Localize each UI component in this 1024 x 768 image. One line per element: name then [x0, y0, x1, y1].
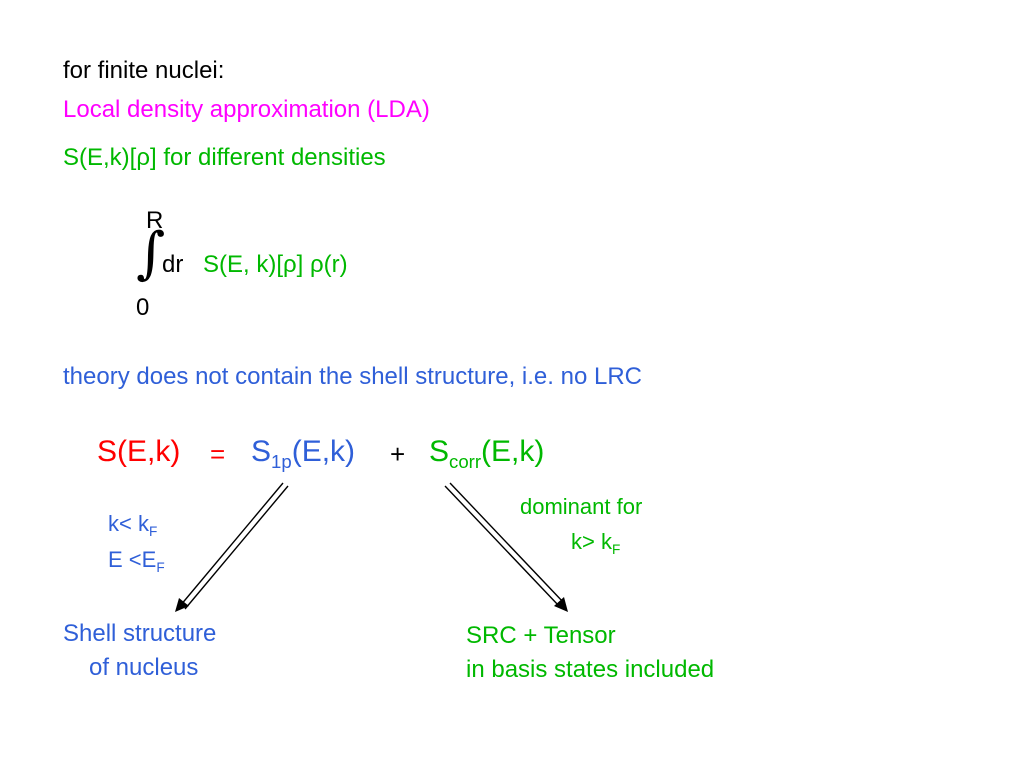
left-condition-e-sub: F [156, 559, 165, 575]
left-condition-e-main: E <E [108, 547, 157, 572]
left-condition-k-sub: F [148, 523, 158, 539]
term2-subscript: corr [449, 450, 482, 472]
equation-lhs: S(E,k) [97, 435, 181, 468]
equation-term2: Scorr(E,k) [429, 435, 545, 471]
left-result-line2: of nucleus [89, 654, 199, 681]
right-condition-k-main: k> k [571, 529, 612, 554]
right-condition-line2: k> kF [571, 529, 620, 557]
integral-differential: dr [162, 251, 184, 278]
right-result-line2: in basis states included [466, 656, 715, 683]
term2-symbol: S [429, 435, 450, 468]
integral-upper-limit: R [146, 207, 164, 234]
left-condition-e: E <EF [108, 547, 165, 575]
equation-equals: = [210, 439, 226, 469]
left-condition-k: k< kF [108, 511, 157, 539]
equation-term1: S1p(E,k) [251, 435, 356, 471]
equation-plus: + [390, 439, 406, 469]
lda-title: Local density approximation (LDA) [63, 96, 430, 123]
term1-subscript: 1p [271, 450, 292, 472]
term1-args: (E,k) [291, 435, 356, 468]
integral-lower-limit: 0 [136, 294, 150, 321]
lda-spectral-text: S(E,k)[ρ] for different densities [63, 144, 386, 171]
integral-sign: ∫ [136, 221, 166, 286]
left-arrow [175, 482, 289, 612]
right-condition-line1: dominant for [520, 494, 643, 519]
theory-note: theory does not contain the shell struct… [63, 363, 642, 390]
right-result-line1: SRC + Tensor [466, 622, 616, 649]
right-condition-k-sub: F [611, 541, 621, 557]
term1-symbol: S [251, 435, 272, 468]
term2-args: (E,k) [481, 435, 545, 468]
intro-text: for finite nuclei: [63, 57, 225, 84]
integral-integrand: S(E, k)[ρ] ρ(r) [203, 251, 348, 278]
right-arrow [444, 482, 568, 612]
left-condition-k-main: k< k [108, 511, 149, 536]
left-result-line1: Shell structure [63, 620, 217, 647]
